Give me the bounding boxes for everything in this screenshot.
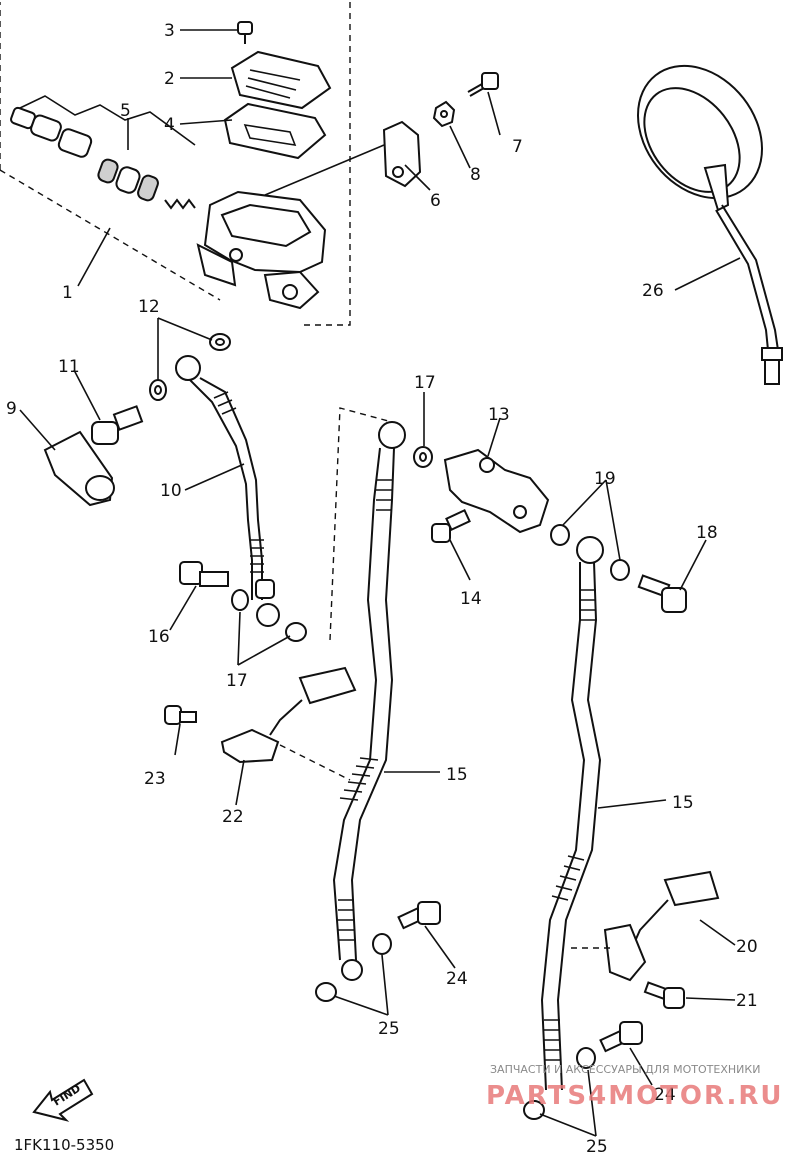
callout-12: 12: [138, 297, 160, 317]
part-21-bolt: [643, 981, 685, 1009]
callout-9: 9: [6, 399, 17, 419]
callout-24-center: 24: [446, 969, 468, 989]
callout-16: 16: [148, 627, 170, 647]
part-26-mirror: [637, 64, 783, 385]
part-3-screw: [237, 21, 253, 44]
callout-4: 4: [164, 115, 175, 135]
callout-22: 22: [222, 807, 244, 827]
part-16-banjo-bolt: [179, 561, 229, 587]
callout-7: 7: [512, 137, 523, 157]
find-arrow-icon: FIND: [32, 1078, 94, 1122]
part-2-reservoir-cap: [230, 50, 332, 110]
callout-8: 8: [470, 165, 481, 185]
callout-2: 2: [164, 69, 175, 89]
part-18-bolt: [637, 574, 687, 613]
part-13-joint: [443, 448, 550, 534]
part-7-bolt: [467, 72, 499, 97]
part-15-brake-hose-right: [540, 536, 604, 1091]
callout-19: 19: [594, 469, 616, 489]
callout-3: 3: [164, 21, 175, 41]
master-cylinder-enclosure: [0, 2, 351, 326]
part-15-brake-hose-center: [332, 421, 406, 981]
part-11-bolt: [91, 405, 144, 445]
part-10-brake-hose: [175, 355, 280, 627]
diagram-code: 1FK110-5350: [14, 1136, 114, 1154]
callout-5: 5: [120, 101, 131, 121]
part-14-bolt: [431, 509, 471, 543]
callout-26: 26: [642, 281, 664, 301]
callout-17-lower: 17: [226, 671, 248, 691]
part-24-banjo-bolts: [397, 901, 643, 1053]
part-9-cap: [43, 430, 115, 507]
part-5-piston-kit: [10, 95, 196, 210]
callout-1: 1: [62, 283, 73, 303]
callout-15-center: 15: [446, 765, 468, 785]
callout-15-right: 15: [672, 793, 694, 813]
callout-14: 14: [460, 589, 482, 609]
part-19-washers: [550, 524, 630, 581]
part-17-washers-left: [231, 589, 307, 642]
watermark: ЗАПЧАСТИ И АКСЕССУАРЫ ДЛЯ МОТОТЕХНИКИ PA…: [486, 1063, 784, 1111]
callout-25-center: 25: [378, 1019, 400, 1039]
watermark-brand: PARTS4MOTOR.RU: [486, 1081, 784, 1111]
part-1-master-cylinder: [196, 190, 327, 310]
callout-24-right: 24: [654, 1085, 676, 1105]
callout-21: 21: [736, 991, 758, 1011]
part-8-nut: [432, 100, 456, 128]
callout-13: 13: [488, 405, 510, 425]
part-22-hose-guide: [220, 666, 357, 764]
leader-lines: [19, 29, 741, 1137]
part-23-bolt: [164, 705, 197, 725]
callout-10: 10: [160, 481, 182, 501]
part-4-diaphragm: [223, 102, 327, 160]
callout-numbers: 3 2 4 5 1 6 7 8 26 12 11 9 10 17 13 14 1…: [6, 21, 758, 1154]
callout-18: 18: [696, 523, 718, 543]
part-20-hose-guide: [603, 870, 720, 982]
callout-6: 6: [430, 191, 441, 211]
part-25-washers: [315, 933, 596, 1120]
callout-11: 11: [58, 357, 80, 377]
watermark-tagline: ЗАПЧАСТИ И АКСЕССУАРЫ ДЛЯ МОТОТЕХНИКИ: [490, 1063, 760, 1076]
part-6-clamp: [382, 120, 422, 188]
part-17-washer-upper: [413, 446, 433, 468]
callout-25-right: 25: [586, 1137, 608, 1154]
callout-23: 23: [144, 769, 166, 789]
callout-20: 20: [736, 937, 758, 957]
callout-17-upper: 17: [414, 373, 436, 393]
part-12-washer: [149, 333, 231, 401]
